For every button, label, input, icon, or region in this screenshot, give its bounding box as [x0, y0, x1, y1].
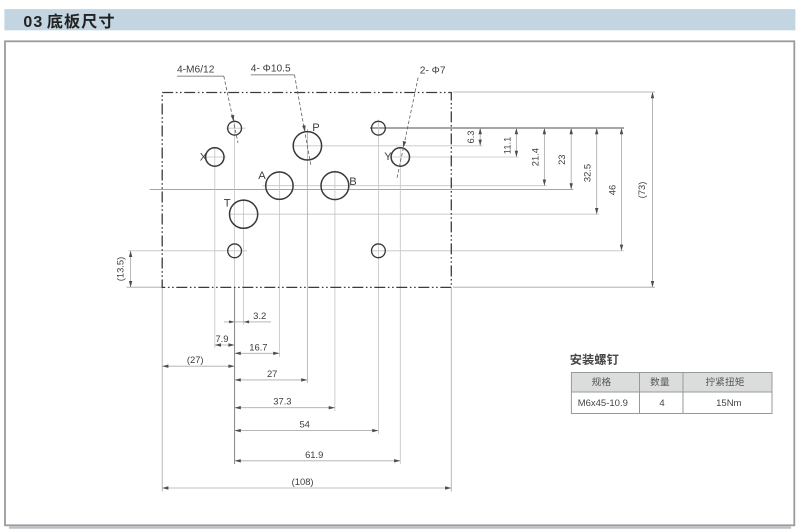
svg-text:21.4: 21.4 — [529, 148, 540, 166]
svg-text:16.7: 16.7 — [249, 341, 267, 352]
svg-text:T: T — [224, 197, 231, 209]
svg-text:B: B — [349, 176, 356, 188]
svg-text:2- Φ7: 2- Φ7 — [420, 66, 446, 77]
svg-text:(27): (27) — [187, 354, 204, 365]
svg-text:54: 54 — [299, 419, 309, 430]
svg-text:4-M6/12: 4-M6/12 — [177, 65, 215, 76]
svg-text:P: P — [312, 122, 319, 134]
svg-text:6.3: 6.3 — [465, 130, 476, 143]
svg-text:32.5: 32.5 — [582, 164, 593, 182]
svg-text:7.9: 7.9 — [215, 333, 228, 344]
svg-text:(73): (73) — [636, 182, 647, 199]
svg-text:A: A — [258, 170, 266, 182]
svg-text:03: 03 — [23, 14, 43, 31]
svg-text:4- Φ10.5: 4- Φ10.5 — [251, 64, 291, 75]
svg-text:3.2: 3.2 — [253, 310, 266, 321]
svg-text:Y: Y — [384, 151, 392, 163]
svg-text:61.9: 61.9 — [305, 449, 323, 460]
svg-text:15Nm: 15Nm — [716, 398, 741, 409]
svg-text:46: 46 — [607, 185, 618, 195]
svg-text:27: 27 — [267, 368, 277, 379]
svg-text:M6x45-10.9: M6x45-10.9 — [578, 398, 628, 409]
svg-text:(13.5): (13.5) — [115, 257, 126, 282]
svg-text:23: 23 — [556, 154, 567, 164]
svg-text:11.1: 11.1 — [501, 137, 512, 155]
svg-text:4: 4 — [659, 398, 664, 409]
svg-text:37.3: 37.3 — [273, 396, 291, 407]
svg-text:X: X — [200, 151, 208, 163]
svg-text:(108): (108) — [292, 476, 314, 487]
